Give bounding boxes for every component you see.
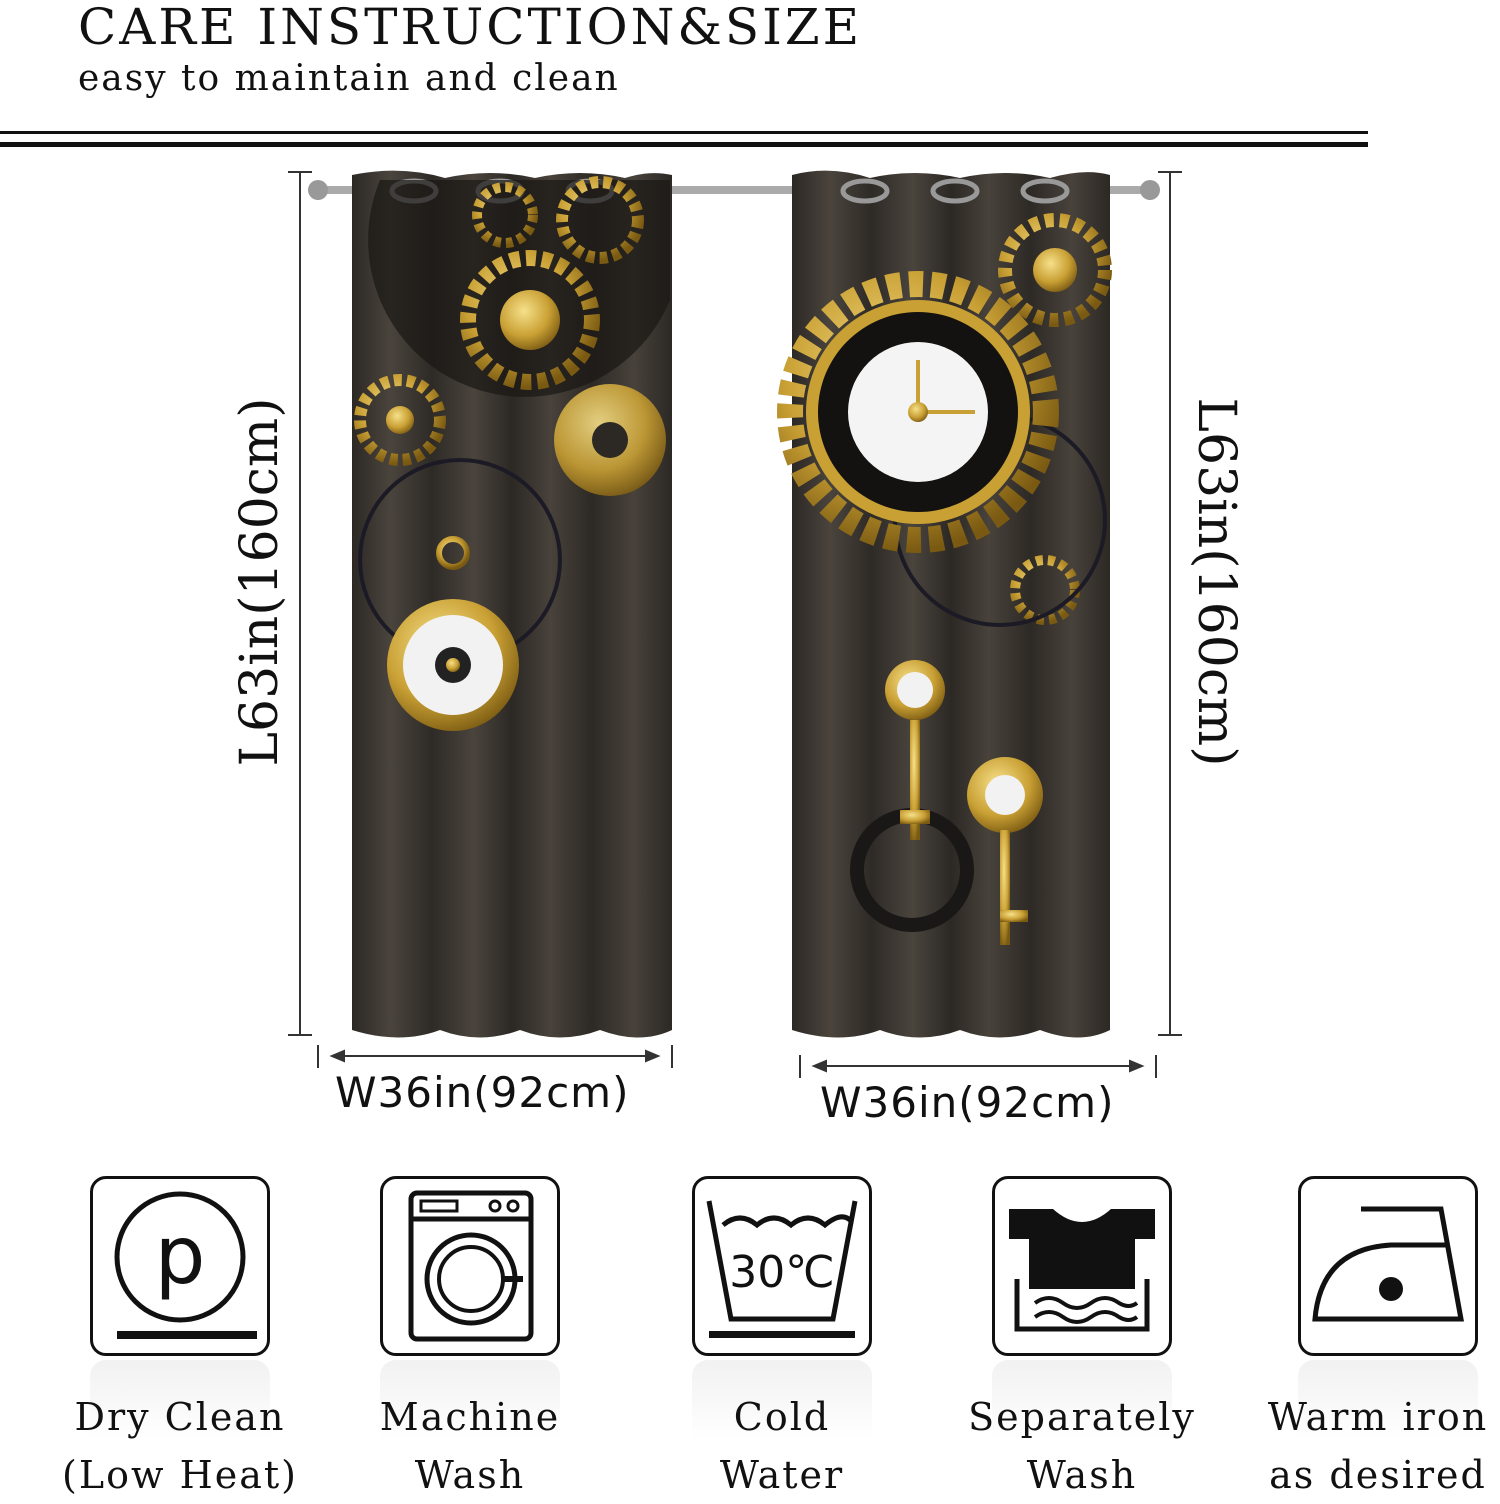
- length-label-left: L63in(160cm): [230, 397, 290, 767]
- curtain-illustration: [288, 170, 1182, 1078]
- care-label-warm-iron: Warm iron as desired: [1267, 1395, 1489, 1497]
- header-rule-thin: [0, 131, 1368, 134]
- width-label-right: W36in(92cm): [820, 1078, 1115, 1127]
- dry-clean-icon: p: [90, 1176, 270, 1356]
- separately-wash-icon: [992, 1176, 1172, 1356]
- page-subtitle: easy to maintain and clean: [78, 58, 620, 99]
- svg-text:30℃: 30℃: [729, 1247, 834, 1298]
- wall-clock: [777, 271, 1059, 553]
- width-dimension-right: [799, 1055, 1157, 1078]
- care-label-machine-wash: Machine Wash: [379, 1395, 561, 1497]
- pocket-watch: [387, 536, 519, 731]
- gold-key-right: [967, 757, 1043, 945]
- svg-text:p: p: [155, 1209, 206, 1302]
- cold-water-icon: 30℃: [692, 1176, 872, 1356]
- height-dimension-left: [288, 171, 312, 1036]
- warm-iron-icon: [1298, 1176, 1478, 1356]
- width-label-left: W36in(92cm): [335, 1068, 630, 1117]
- gear-cluster-left: [354, 176, 666, 496]
- gold-key-left: [885, 660, 945, 840]
- grommet-row-right: [840, 178, 1070, 204]
- header-rule-thick: [0, 142, 1368, 147]
- care-label-dry-clean: Dry Clean (Low Heat): [62, 1395, 298, 1497]
- care-label-separately-wash: Separately Wash: [968, 1395, 1196, 1497]
- width-dimension-left: [317, 1045, 673, 1068]
- left-curtain-panel: [352, 170, 672, 1038]
- machine-wash-icon: [380, 1176, 560, 1356]
- curtain-rod: [308, 180, 1160, 200]
- height-dimension-right: [1158, 171, 1182, 1036]
- length-label-right: L63in(160cm): [1186, 397, 1246, 767]
- page-title: CARE INSTRUCTION&SIZE: [78, 0, 863, 56]
- care-label-cold-water: Cold Water: [719, 1395, 845, 1497]
- right-curtain-panel: [777, 170, 1112, 1038]
